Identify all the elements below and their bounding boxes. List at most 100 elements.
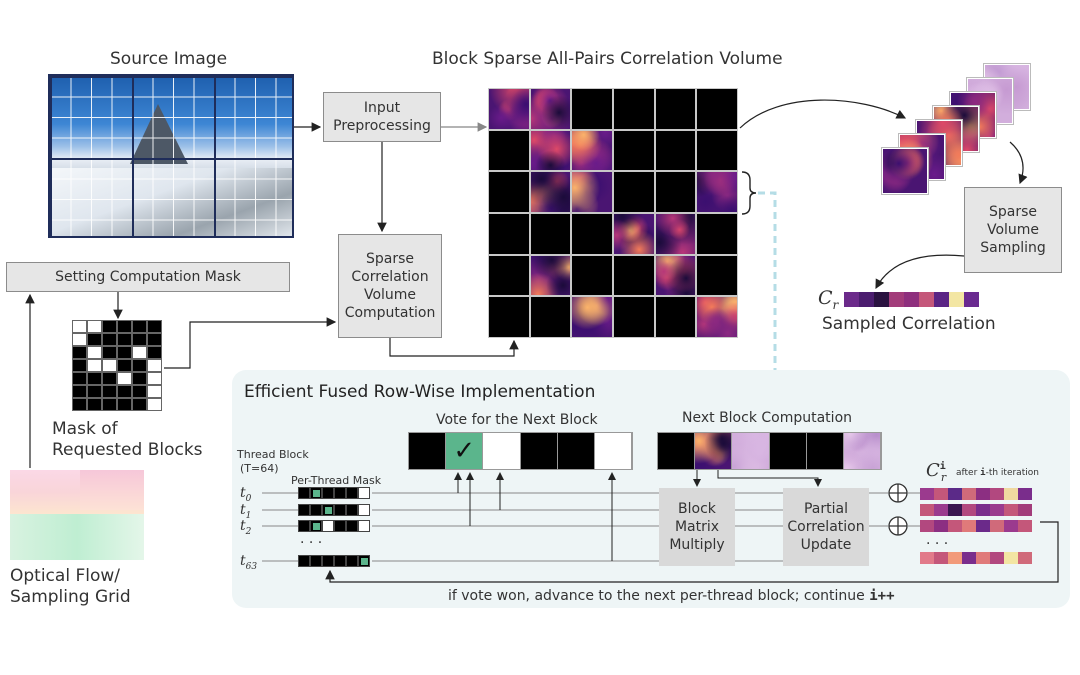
partial-correlation-cell: [934, 488, 948, 500]
mask-cell: [102, 398, 117, 411]
thread-mask-cell: [346, 555, 358, 567]
thread-mask-active: [325, 507, 332, 514]
partial-correlation-cell: [1018, 520, 1032, 532]
thread-mask-cell: [298, 520, 310, 532]
thread-mask-cell: [322, 487, 334, 499]
sampled-correlation-label: Sampled Correlation: [822, 314, 996, 334]
loop-back-arrow: [325, 521, 1059, 583]
vote-title: Vote for the Next Block: [436, 412, 598, 428]
mask-cell: [132, 346, 147, 359]
mask-cell: [147, 346, 162, 359]
optical-flow-image: [10, 470, 144, 560]
mask-cell: [87, 398, 102, 411]
matrix-block: [530, 214, 571, 254]
volume-title: Block Sparse All-Pairs Correlation Volum…: [432, 49, 783, 69]
thread-mask-cell: [346, 520, 358, 532]
loop-caption: if vote won, advance to the next per-thr…: [448, 588, 895, 604]
matrix-block: [614, 255, 654, 296]
mask-cell: [72, 333, 87, 346]
thread-mask-cell: [334, 487, 346, 499]
partial-correlation-cell: [1004, 488, 1018, 500]
arrow-corr-to-matrix: [389, 338, 519, 357]
mask-cell: [102, 372, 117, 385]
partial-correlation-cell: [976, 504, 990, 516]
per-thread-masks: [298, 487, 372, 567]
sampled-cell: [934, 292, 949, 307]
matrix-block: [614, 89, 654, 129]
mask-cell: [132, 320, 147, 333]
sampled-cell: [919, 292, 934, 307]
sampled-cell: [949, 292, 964, 307]
mask-cell: [87, 346, 102, 359]
next-block-strip: [657, 432, 882, 470]
partial-correlation-cell: [948, 504, 962, 516]
mask-cell: [117, 320, 132, 333]
correlation-matrix: [488, 88, 738, 338]
partial-correlation-cell: [1018, 488, 1032, 500]
thread-mask-active: [313, 523, 320, 530]
partial-correlation-cell: [920, 520, 934, 532]
next-block-cell: [658, 433, 696, 469]
mask-cell: [117, 359, 132, 372]
mask-cell: [87, 385, 102, 398]
mask-cell: [117, 333, 132, 346]
thread-mask-cell: [334, 520, 346, 532]
thread-mask-cell: [322, 520, 334, 532]
flow-foreground: [10, 514, 144, 560]
mask-cell: [87, 372, 102, 385]
image-block-lines: [50, 76, 292, 236]
partial-correlation-cell: [934, 504, 948, 516]
thread-count-label: (T=64): [240, 462, 279, 475]
mask-cell: [132, 359, 147, 372]
thread-mask-cell: [322, 555, 334, 567]
mask-caption: Mask of Requested Blocks: [52, 419, 203, 460]
mask-cell: [132, 372, 147, 385]
sampled-correlation-strip: [844, 292, 979, 307]
after-iteration-label: after i-th iteration: [956, 468, 1039, 478]
matrix-block: [697, 297, 737, 337]
next-block-cell: [732, 433, 770, 469]
thread-mask-cell: [358, 555, 370, 567]
mask-cell: [147, 333, 162, 346]
mask-cell: [102, 320, 117, 333]
thread-mask-cell: [298, 555, 310, 567]
mask-cell: [132, 398, 147, 411]
mask-cell: [147, 320, 162, 333]
partial-correlation-cell: [1018, 552, 1032, 564]
thread-mask-cell: [358, 520, 370, 532]
matrix-block: [614, 297, 654, 337]
partial-correlation-cell: [990, 520, 1004, 532]
matrix-block: [489, 89, 529, 129]
partial-correlation-cell: [990, 504, 1004, 516]
thread-mask-active: [361, 558, 368, 565]
thread-mask-cell: [358, 504, 370, 516]
mask-cell: [117, 372, 132, 385]
mask-cell: [87, 359, 102, 372]
partial-correlation-cell: [948, 520, 962, 532]
matrix-block: [489, 297, 529, 337]
matrix-block: [572, 297, 612, 337]
source-image-title: Source Image: [110, 49, 228, 69]
matrix-block: [614, 214, 654, 254]
thread-mask-cell: [358, 487, 370, 499]
next-block-cell: [769, 433, 807, 469]
source-image: [48, 74, 294, 238]
sampled-cell: [844, 292, 859, 307]
thread-block-label: Thread Block: [237, 448, 309, 461]
mask-cell: [117, 398, 132, 411]
partial-correlation-cell: [934, 520, 948, 532]
vote-cell: [409, 433, 447, 469]
partial-correlation-cell: [962, 504, 976, 516]
optical-flow-caption: Optical Flow/ Sampling Grid: [10, 566, 131, 607]
thread-mask-cell: [334, 504, 346, 516]
matrix-block: [697, 130, 737, 171]
matrix-block: [530, 130, 571, 171]
row-brace: [741, 171, 757, 215]
sampled-cell: [889, 292, 904, 307]
mask-cell: [147, 385, 162, 398]
mask-cell: [117, 346, 132, 359]
cr-symbol: Cr: [818, 287, 839, 312]
mask-cell: [102, 359, 117, 372]
partial-correlation-update-box: Partial Correlation Update: [783, 488, 869, 566]
flow-region-pink: [80, 470, 144, 510]
